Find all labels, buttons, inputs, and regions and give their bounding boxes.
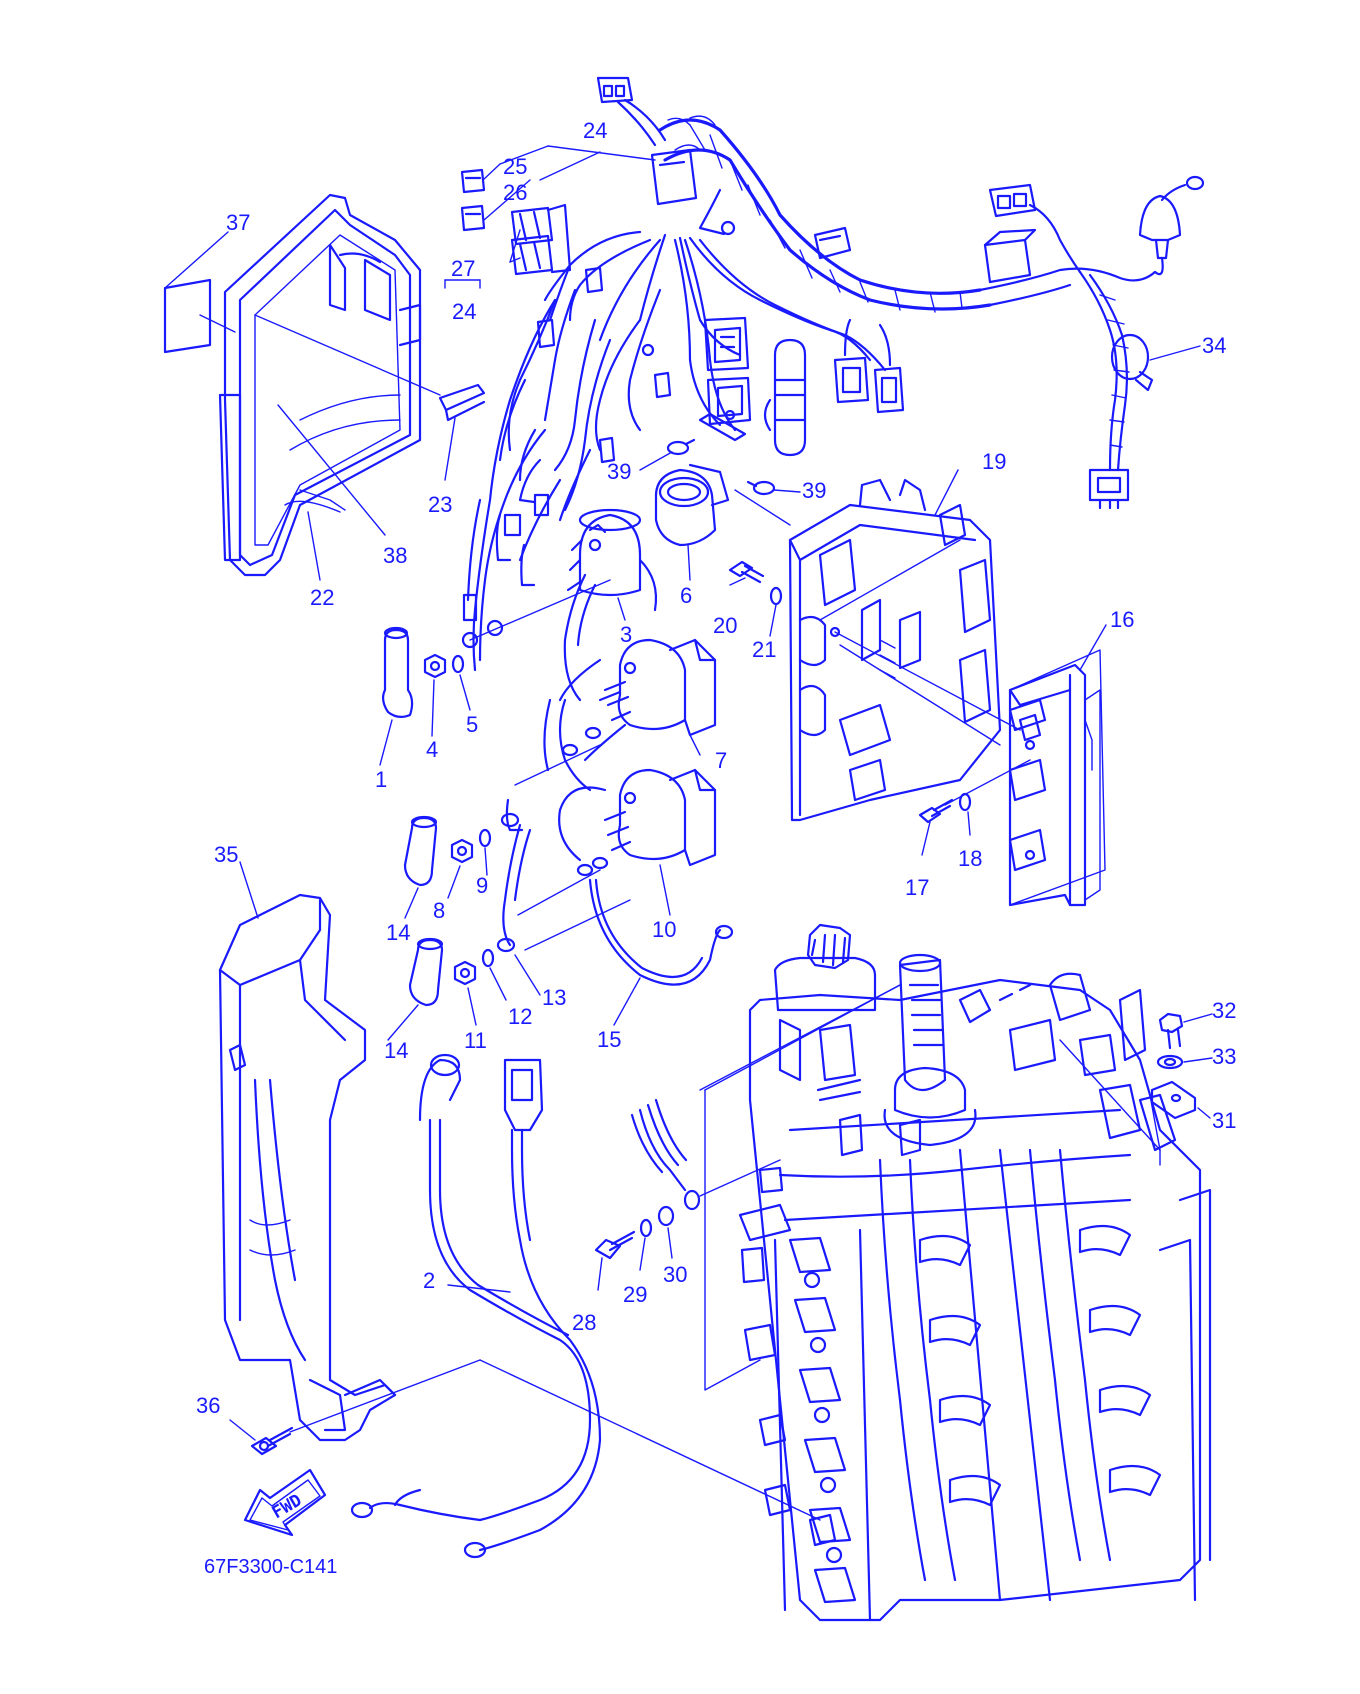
label-2: 2	[423, 1268, 435, 1293]
label-8: 8	[433, 898, 445, 923]
label-23: 23	[428, 492, 452, 517]
label-27: 27	[451, 256, 475, 281]
ground-lead	[630, 1098, 701, 1211]
part-25-connector	[460, 168, 486, 194]
diagram-code: 67F3300-C141	[204, 1556, 337, 1578]
part-19-bracket	[788, 478, 1002, 822]
label-21: 21	[752, 637, 776, 662]
label-5: 5	[466, 712, 478, 737]
part-23-clip	[438, 383, 486, 481]
label-7: 7	[715, 748, 727, 773]
part-39-clamp-a	[666, 438, 696, 456]
label-24a: 24	[583, 118, 607, 143]
part-29-washer	[639, 1218, 653, 1238]
label-14b: 14	[384, 1038, 408, 1063]
part-37-label-sticker	[163, 231, 236, 354]
label-11: 11	[464, 1028, 487, 1053]
part-4-nut	[423, 653, 447, 679]
part-39-clamp-b	[746, 480, 776, 496]
part-33-washer	[1156, 1054, 1184, 1070]
part-3-relay	[563, 508, 658, 702]
label-9: 9	[476, 873, 488, 898]
label-20: 20	[713, 613, 737, 638]
part-27-connector-block	[510, 203, 572, 276]
label-37: 37	[226, 210, 250, 235]
label-33: 33	[1212, 1044, 1236, 1069]
part-1-cap	[381, 626, 414, 719]
part-32-bolt	[1158, 1012, 1184, 1050]
label-35: 35	[214, 842, 238, 867]
label-3: 3	[620, 622, 632, 647]
label-14a: 14	[386, 920, 410, 945]
label-12: 12	[508, 1004, 532, 1029]
label-18: 18	[958, 846, 982, 871]
label-25: 25	[503, 154, 527, 179]
label-26: 26	[503, 180, 527, 205]
label-34: 34	[1202, 333, 1226, 358]
label-19: 19	[982, 449, 1006, 474]
label-22: 22	[310, 585, 334, 610]
part-21-washer	[769, 586, 783, 606]
part-35-cover	[218, 893, 397, 1442]
label-32: 32	[1212, 998, 1236, 1023]
label-39b: 39	[802, 478, 826, 503]
part-24-wire-harness	[461, 76, 1205, 672]
engine-block	[738, 923, 1212, 1622]
part-14-cap-a	[403, 815, 438, 887]
label-30: 30	[663, 1262, 687, 1287]
label-10: 10	[652, 917, 676, 942]
part-6-holder	[654, 463, 730, 547]
part-20-bolt	[728, 560, 765, 584]
part-22-cover	[218, 193, 422, 577]
label-24b: 24	[452, 299, 476, 324]
part-17-bolt	[918, 798, 954, 824]
label-39a: 39	[607, 459, 631, 484]
part-10-relay	[558, 768, 717, 877]
part-5-washer	[451, 654, 465, 674]
part-9-washer	[478, 828, 492, 848]
part-8-nut	[450, 838, 474, 864]
part-31-plate	[1150, 1080, 1197, 1120]
label-6: 6	[680, 583, 692, 608]
label-17: 17	[905, 875, 929, 900]
part-26-connector	[460, 204, 486, 232]
part-16-plate	[1008, 663, 1101, 907]
part-2-cable	[350, 1053, 602, 1559]
part-14-cap-b	[408, 937, 444, 1007]
part-labels: 1 2 3 4 5 6 7 8 9 10 11 12 13 14 14 15 1…	[196, 118, 1236, 1418]
part-7-relay	[558, 638, 717, 762]
part-34-clamp	[1110, 333, 1154, 392]
part-30-washer	[657, 1205, 675, 1227]
label-28: 28	[572, 1310, 596, 1335]
part-12-washer	[481, 948, 495, 968]
label-15: 15	[597, 1027, 621, 1052]
label-1: 1	[375, 767, 387, 792]
part-15-cable	[588, 878, 734, 986]
label-29: 29	[623, 1282, 647, 1307]
label-13: 13	[542, 985, 566, 1010]
part-28-bolt	[594, 1230, 636, 1260]
label-36: 36	[196, 1393, 220, 1418]
part-36-bolt	[250, 1426, 294, 1456]
label-4: 4	[426, 737, 438, 762]
label-16: 16	[1110, 607, 1134, 632]
part-11-nut	[453, 960, 477, 986]
label-38: 38	[383, 543, 407, 568]
fwd-arrow: FWD	[243, 1468, 327, 1537]
label-31: 31	[1212, 1108, 1236, 1133]
